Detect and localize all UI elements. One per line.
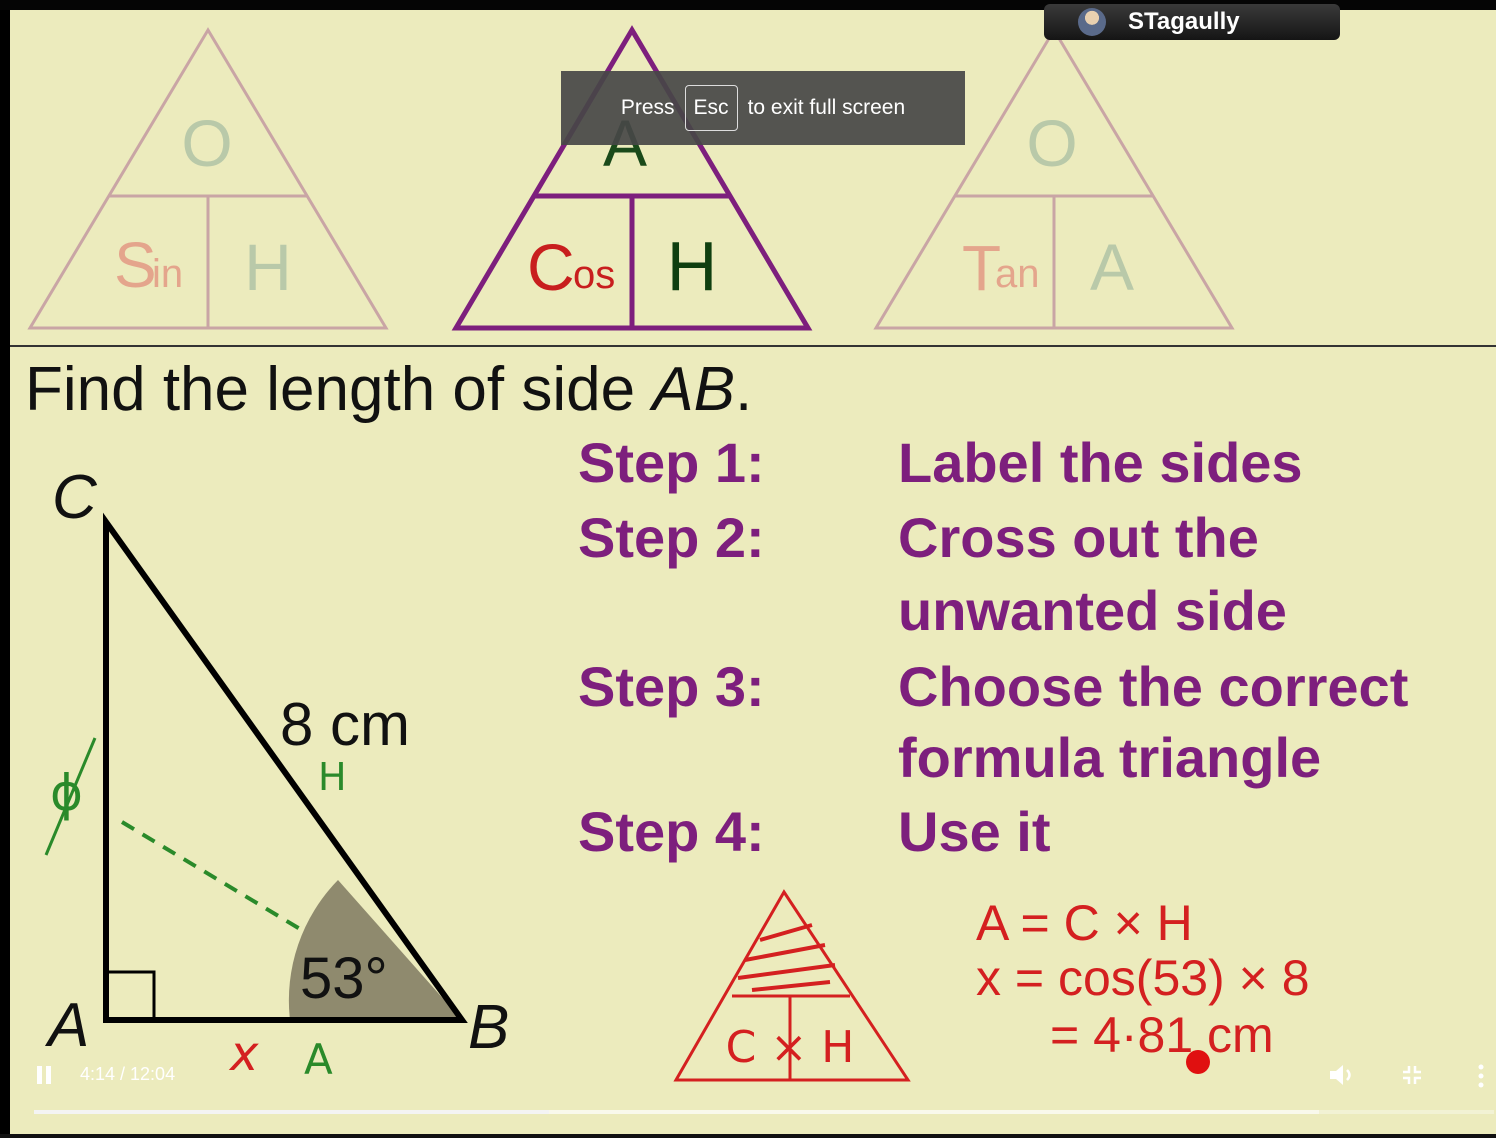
step-1-text: Label the sides — [898, 431, 1303, 494]
adj-mark: A — [304, 1035, 333, 1084]
progress-played — [34, 1110, 550, 1114]
cos-tri-left-small: os — [573, 253, 615, 297]
opp-crossout — [44, 737, 97, 856]
vertex-b-label: B — [468, 993, 509, 1062]
cos-tri-left-big: C — [527, 230, 575, 304]
bottom-frame-bar — [0, 1134, 1496, 1138]
sin-tri-right: H — [244, 230, 292, 304]
progress-buffered — [34, 1110, 1319, 1114]
step-3-label: Step 3: — [578, 655, 765, 718]
user-name: STagaully — [1128, 8, 1240, 35]
sin-tri-left-big: S — [114, 229, 157, 301]
cos-formula-triangle: A C os H — [451, 25, 813, 331]
step-2-text-line1: Cross out the — [898, 506, 1259, 569]
tan-tri-right: A — [1090, 230, 1134, 304]
tan-tri-left-big: T — [962, 232, 1001, 304]
handwritten-working: A = C × H x = cos(53) × 8 = 4·81 cm — [976, 895, 1310, 1074]
opp-mark: ϕ — [50, 764, 83, 822]
step-3-text-line2: formula triangle — [898, 726, 1321, 789]
handdrawn-formula-triangle: C × H — [673, 889, 911, 1082]
video-frame[interactable]: O S in H A C os H O T an A Find the leng… — [10, 10, 1496, 1134]
sin-formula-triangle: O S in H — [27, 27, 389, 330]
angle-label: 53° — [300, 946, 388, 1011]
vertex-c-label: C — [52, 463, 98, 532]
right-angle-marker — [104, 970, 156, 1022]
working-line-2: x = cos(53) × 8 — [976, 950, 1310, 1006]
step-2-text-line2: unwanted side — [898, 579, 1287, 642]
steps-list: Step 1: Label the sides Step 2: Cross ou… — [578, 431, 1408, 863]
working-line-3: = 4·81 cm — [1050, 1007, 1274, 1063]
step-4-label: Step 4: — [578, 800, 765, 863]
esc-notice-rest: to exit full screen — [747, 96, 906, 119]
step-3-text-line1: Choose the correct — [898, 655, 1408, 718]
exit-fullscreen-icon[interactable] — [1402, 1065, 1422, 1085]
hyp-mark: H — [318, 755, 347, 799]
tan-tri-left-small: an — [995, 252, 1040, 296]
fullscreen-notice: Press Esc to exit full screen — [561, 71, 965, 145]
step-4-text: Use it — [898, 800, 1051, 863]
guide-dash — [120, 820, 307, 934]
esc-key-badge: Esc — [684, 85, 738, 131]
user-badge[interactable]: STagaully — [1044, 4, 1340, 40]
sin-tri-top: O — [181, 106, 232, 180]
question-title: Find the length of side AB. — [25, 355, 752, 424]
working-line-1: A = C × H — [976, 895, 1193, 951]
mini-tri-bottom: C × H — [726, 1022, 855, 1073]
hypotenuse-length: 8 cm — [280, 691, 410, 758]
step-2-label: Step 2: — [578, 506, 765, 569]
user-avatar-icon — [1078, 8, 1106, 36]
cos-tri-right: H — [667, 227, 718, 305]
sin-tri-left-small: in — [152, 252, 183, 296]
time-display: 4:14 / 12:04 — [80, 1064, 176, 1084]
more-options-icon[interactable] — [1476, 1063, 1486, 1089]
tan-formula-triangle: O T an A — [873, 27, 1235, 330]
angle-sector — [288, 880, 462, 1020]
right-triangle-diagram: C A B 8 cm 53° H ϕ x A — [44, 463, 509, 1084]
esc-notice-press: Press — [620, 96, 675, 119]
progress-bar[interactable] — [34, 1110, 1494, 1114]
pen-cursor-dot — [1186, 1050, 1210, 1074]
pause-icon[interactable] — [36, 1066, 52, 1084]
tan-tri-top: O — [1026, 106, 1077, 180]
top-frame-bar — [0, 0, 1496, 10]
step-1-label: Step 1: — [578, 431, 765, 494]
slide-canvas: O S in H A C os H O T an A Find the leng… — [10, 25, 1496, 1084]
adj-x-label: x — [228, 1026, 259, 1082]
vertex-a-label: A — [44, 991, 89, 1060]
volume-icon[interactable] — [1328, 1063, 1356, 1087]
player-controls: 4:14 / 12:04 — [0, 1055, 1496, 1138]
